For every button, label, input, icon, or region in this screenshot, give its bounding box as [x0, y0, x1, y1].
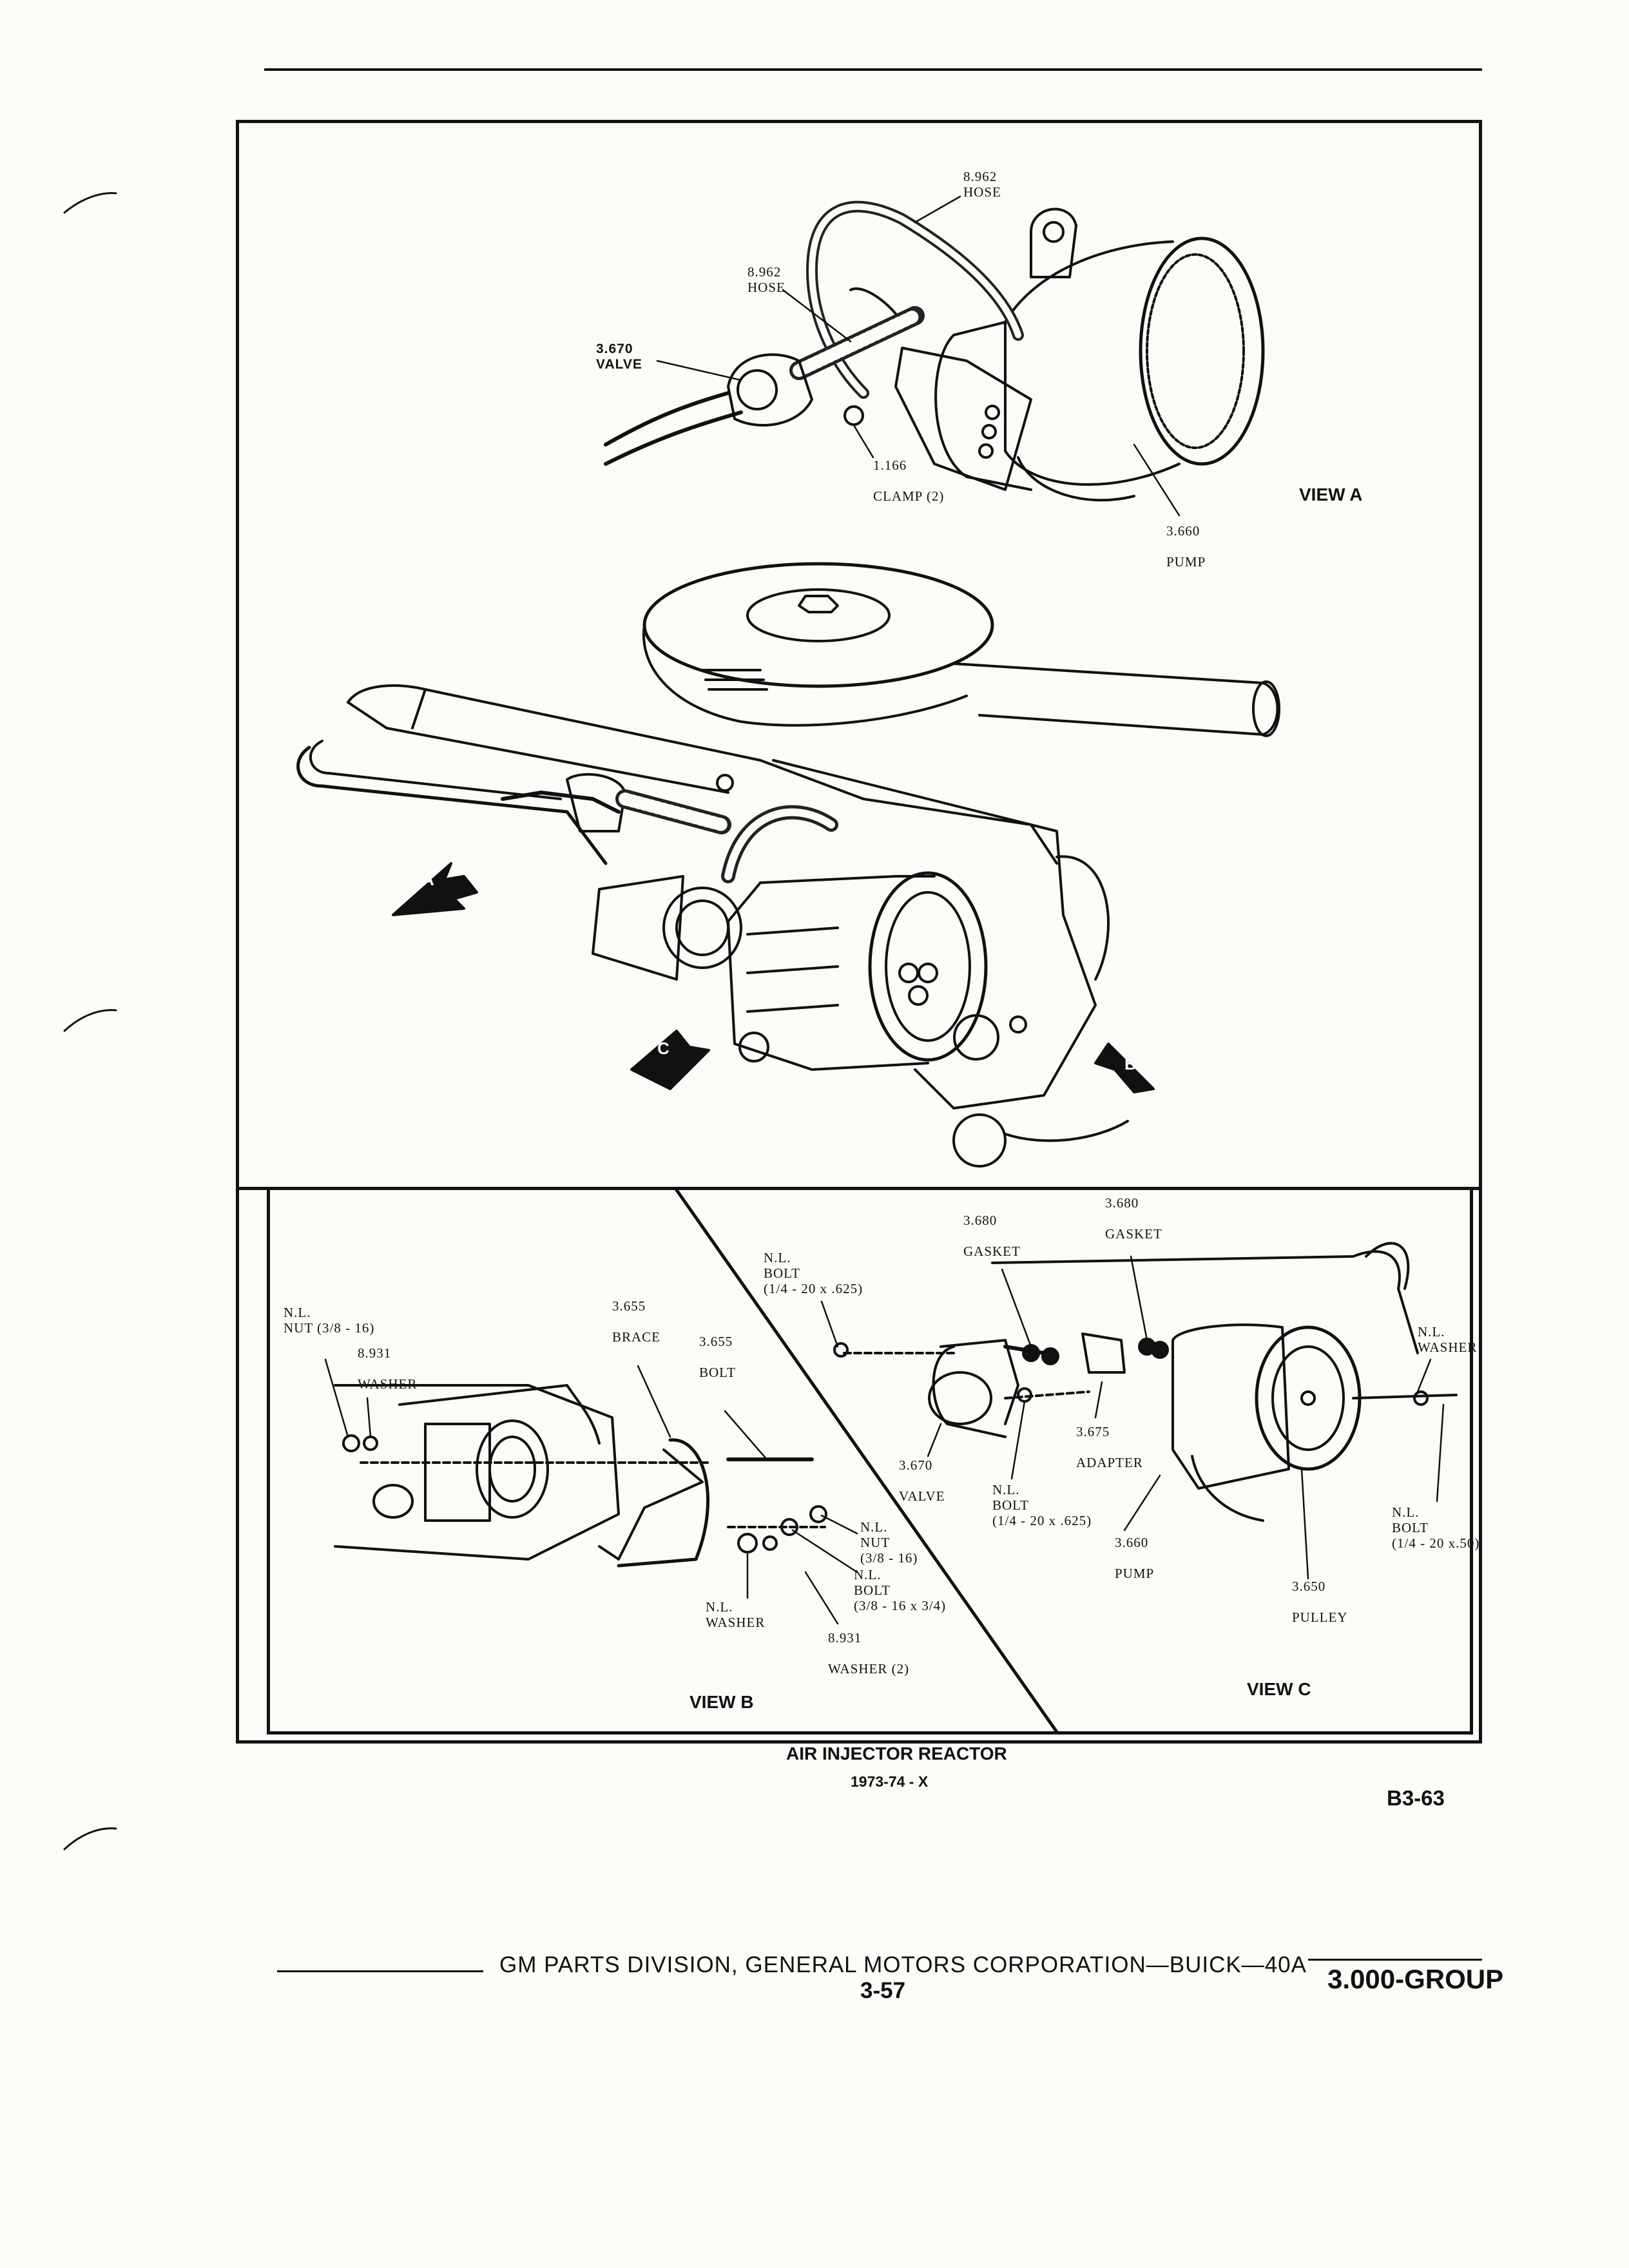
view-c-leaders: [820, 1255, 1445, 1580]
footer-text: GM PARTS DIVISION, GENERAL MOTORS CORPOR…: [499, 1952, 1307, 1977]
footer-page: 3-57: [860, 1978, 906, 2003]
brace-b: [617, 1438, 710, 1568]
valve-cover: [347, 684, 1058, 865]
label-pump-a: 3.660 PUMP: [1166, 523, 1206, 570]
label-hose-top: 8.962 HOSE: [963, 169, 1001, 200]
view-arrow-b: [1094, 1043, 1155, 1093]
figure-subtitle: 1973-74 - X: [851, 1773, 929, 1790]
footer-rule-left: [277, 1970, 483, 1972]
air-cleaner: [642, 562, 994, 688]
view-arrow-c: [630, 1030, 710, 1090]
view-b-title: VIEW B: [689, 1692, 754, 1712]
view-divider-line: [675, 1188, 1059, 1734]
valve-a: [727, 353, 813, 427]
figure-title: AIR INJECTOR REACTOR: [786, 1744, 1007, 1763]
pump-body-a: [1004, 240, 1181, 486]
lower-frame: [267, 1187, 1473, 1735]
view-b-drawing: [334, 1384, 827, 1568]
figure-code: B3-63: [1387, 1786, 1445, 1810]
label-bolt-c-right: N.L. BOLT (1/4 - 20 x.50): [1392, 1504, 1480, 1551]
label-pump-c: 3.660 PUMP: [1115, 1535, 1155, 1581]
view-b-leaders: [324, 1358, 858, 1625]
view-a-leaders: [656, 195, 1181, 517]
label-gasket-left: 3.680 GASKET: [963, 1213, 1021, 1259]
view-c-title: VIEW C: [1247, 1679, 1311, 1699]
label-washer-c: N.L. WASHER: [1418, 1324, 1478, 1355]
label-washer-b-top: 8.931 WASHER: [358, 1345, 418, 1392]
arrow-a-letter: A: [422, 870, 434, 889]
bracket-plate-a: [894, 347, 1032, 491]
margin-mark: [63, 1009, 117, 1032]
pump-main: [868, 871, 988, 1062]
illustration-frame: [236, 120, 1482, 1744]
label-valve-a: 3.670 VALVE: [596, 341, 642, 372]
label-bolt-c-top: N.L. BOLT (1/4 - 20 x .625): [764, 1250, 863, 1296]
margin-mark: [63, 192, 117, 214]
valve-c: [928, 1371, 992, 1425]
arrow-c-letter: C: [657, 1039, 670, 1058]
label-pulley: 3.650 PULLEY: [1292, 1579, 1348, 1625]
main-valve-body: [662, 887, 742, 969]
label-gasket-right: 3.680 GASKET: [1105, 1195, 1162, 1242]
label-nut-b: N.L. NUT (3/8 - 16): [284, 1305, 375, 1336]
label-washer-b-bottom: N.L. WASHER: [706, 1599, 766, 1630]
label-clamp: 1.166 CLAMP (2): [873, 457, 945, 504]
label-washer-2: 8.931 WASHER (2): [828, 1630, 910, 1677]
pump-pulley-a: [1139, 236, 1265, 466]
footer-group: 3.000-GROUP: [1327, 1964, 1504, 1994]
label-bolt-b: 3.655 BOLT: [699, 1334, 736, 1380]
view-arrow-a: [392, 862, 478, 916]
pump-c: [1171, 1323, 1290, 1490]
footer-rule-right: [1308, 1959, 1482, 1961]
label-bolt-b-right: N.L. BOLT (3/8 - 16 x 3/4): [854, 1567, 947, 1613]
view-a-title: VIEW A: [1299, 485, 1363, 505]
engine-block: [772, 759, 1097, 1110]
label-valve-c: 3.670 VALVE: [899, 1457, 945, 1504]
margin-mark: [63, 1827, 117, 1850]
label-adapter: 3.675 ADAPTER: [1076, 1424, 1143, 1470]
label-brace: 3.655 BRACE: [612, 1298, 661, 1345]
top-rule: [264, 68, 1482, 71]
view-a-drawing: [604, 200, 1265, 502]
label-nut-b-right: N.L. NUT (3/8 - 16): [860, 1519, 918, 1566]
engine-drawing: [296, 562, 1280, 1168]
label-hose-mid: 8.962 HOSE: [747, 264, 786, 295]
arrow-b-letter: B: [1124, 1054, 1137, 1073]
label-bolt-c-bottom: N.L. BOLT (1/4 - 20 x .625): [992, 1482, 1092, 1528]
